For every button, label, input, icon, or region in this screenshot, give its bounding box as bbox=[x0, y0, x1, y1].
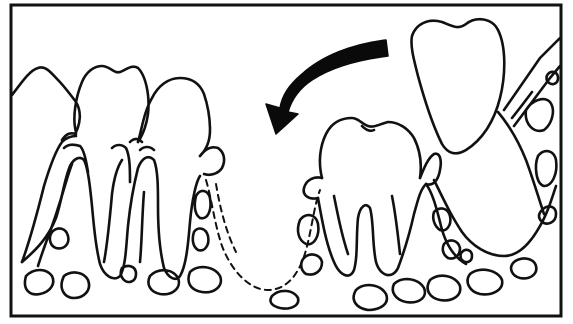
diagram-canvas bbox=[0, 0, 573, 324]
dental-diagram bbox=[0, 0, 573, 324]
